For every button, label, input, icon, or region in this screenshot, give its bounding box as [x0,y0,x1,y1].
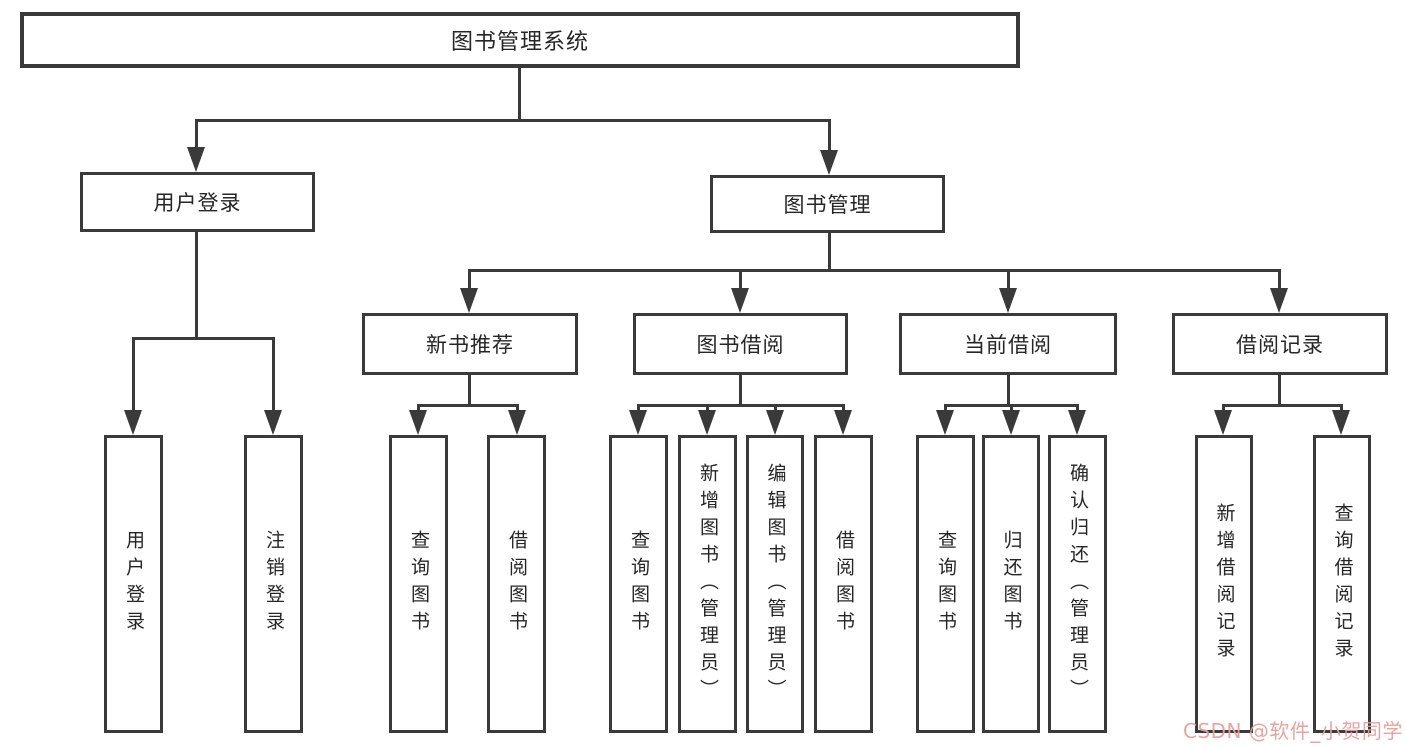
arrow-down-icon [264,410,282,435]
node-label: 借阅图书 [506,530,528,638]
connector-line [1340,404,1343,413]
connector-line [468,269,1281,272]
arrow-down-icon [629,410,647,435]
connector-line [1278,269,1281,291]
connector-line [842,404,845,413]
connector-line [1222,404,1343,407]
connector-line [417,404,420,413]
connector-line [1007,269,1010,291]
connector-line [195,232,198,338]
arrow-down-icon [1002,410,1020,435]
arrow-down-icon [1068,410,1086,435]
leaf-query-books-borrow: 查询图书 [609,435,668,733]
connector-line [417,404,519,407]
node-label: 查询图书 [628,530,650,638]
node-label: 注销登录 [263,530,285,638]
arrow-down-icon [508,410,526,435]
arrow-down-icon [460,288,478,313]
csdn-watermark: CSDN @软件_小贺同学 [1183,719,1403,743]
node-label: 图书借阅 [696,333,785,357]
node-current-borrowing: 当前借阅 [899,313,1117,375]
arrow-down-icon [834,410,852,435]
arrow-down-icon [124,410,142,435]
node-label: 归还图书 [1000,530,1023,638]
node-label: 当前借阅 [964,333,1052,357]
node-borrowing-records: 借阅记录 [1172,313,1388,375]
node-label: 借阅图书 [833,530,855,638]
node-library-system: 图书管理系统 [20,12,1020,68]
node-new-book-recommendation: 新书推荐 [362,313,578,375]
connector-line [1076,404,1079,413]
connector-line [944,404,947,413]
node-label: 新书推荐 [426,333,514,357]
connector-line [706,404,709,413]
connector-line [132,337,135,413]
node-book-management: 图书管理 [710,175,945,233]
connector-line [828,119,831,153]
leaf-user-login: 用户登录 [104,435,163,733]
arrow-down-icon [1214,410,1232,435]
arrow-down-icon [999,288,1017,313]
leaf-return-books: 归还图书 [982,435,1040,733]
connector-line [518,68,521,120]
leaf-query-books-recommend: 查询图书 [389,435,448,733]
arrow-down-icon [187,147,205,172]
arrow-down-icon [766,410,784,435]
leaf-query-borrow-record: 查询借阅记录 [1313,435,1371,733]
node-label: 查询图书 [408,530,430,638]
node-label: 确认归还（管理员） [1067,462,1089,706]
node-user-login: 用户登录 [80,172,315,232]
connector-line [272,337,275,413]
connector-line [637,404,845,407]
leaf-borrow-books-recommend: 借阅图书 [487,435,546,733]
node-book-borrowing: 图书借阅 [633,313,848,375]
arrow-down-icon [409,410,427,435]
arrow-down-icon [1270,288,1288,313]
connector-line [516,404,519,413]
node-label: 查询借阅记录 [1331,503,1354,665]
leaf-borrow-books-borrow: 借阅图书 [814,435,873,733]
leaf-query-books-current: 查询图书 [916,435,975,733]
node-label: 新增借阅记录 [1213,503,1236,665]
node-label: 图书管理系统 [450,30,589,55]
node-label: 用户登录 [153,191,242,215]
arrow-down-icon [1332,410,1350,435]
connector-line [195,119,198,151]
node-label: 查询图书 [935,530,957,638]
connector-line [468,269,471,291]
leaf-add-books-admin: 新增图书（管理员） [678,435,737,733]
arrow-down-icon [698,410,716,435]
leaf-add-borrow-record: 新增借阅记录 [1195,435,1253,733]
connector-line [1010,404,1013,413]
arrow-down-icon [820,150,838,175]
node-label: 编辑图书（管理员） [764,462,787,706]
node-label: 借阅记录 [1236,333,1324,357]
connector-line [1222,404,1225,413]
leaf-edit-books-admin: 编辑图书（管理员） [746,435,804,733]
leaf-confirm-return-admin: 确认归还（管理员） [1048,435,1107,733]
arrow-down-icon [731,288,749,313]
connector-line [468,375,471,407]
connector-line [1007,375,1010,407]
connector-line [132,337,274,340]
connector-line [774,404,777,413]
connector-line [637,404,640,413]
node-label: 新增图书（管理员） [697,462,719,706]
connector-line [828,233,831,271]
arrow-down-icon [936,410,954,435]
node-label: 图书管理 [783,193,872,217]
connector-line [1278,375,1281,407]
connector-line [739,269,742,291]
leaf-logout: 注销登录 [244,435,303,733]
connector-line [739,375,742,407]
node-label: 用户登录 [123,530,145,638]
connector-line [195,119,831,122]
